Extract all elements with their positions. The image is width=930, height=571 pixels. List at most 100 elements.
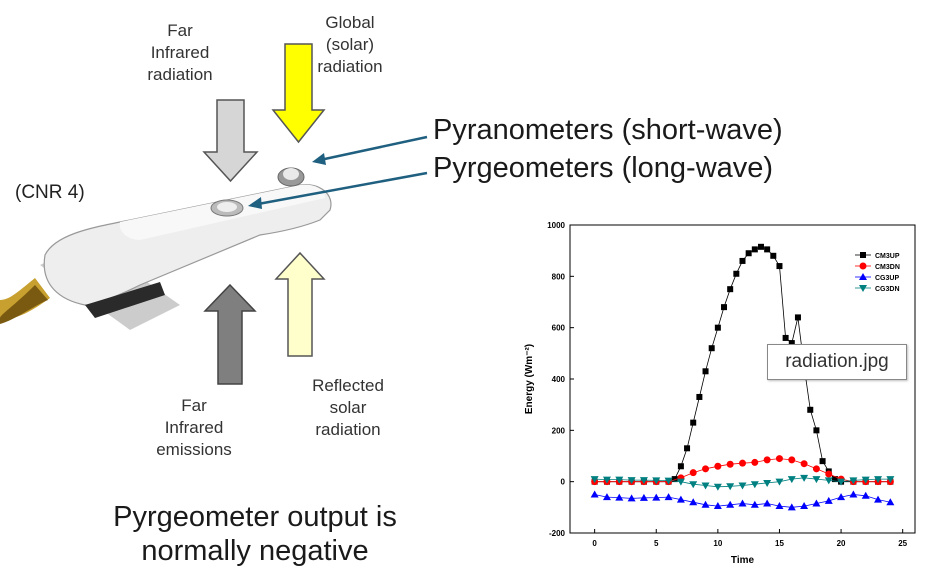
data-point xyxy=(849,477,858,485)
pyranometer-pointer xyxy=(312,135,428,165)
data-point xyxy=(652,477,661,485)
data-point xyxy=(800,474,809,482)
legend-label: CG3DN xyxy=(875,286,900,293)
data-point xyxy=(782,334,789,341)
data-point xyxy=(874,495,883,503)
data-point xyxy=(812,499,821,507)
data-point xyxy=(750,481,759,489)
data-point xyxy=(751,458,759,466)
data-point xyxy=(639,493,648,501)
x-tick-label: 25 xyxy=(898,539,907,548)
data-point xyxy=(676,495,685,503)
data-point xyxy=(689,481,698,489)
data-point xyxy=(702,368,709,375)
data-point xyxy=(615,493,624,501)
data-point xyxy=(590,476,599,484)
data-point xyxy=(701,482,710,490)
data-point xyxy=(813,427,820,434)
legend-label: CM3UP xyxy=(875,253,900,260)
data-point xyxy=(714,462,722,470)
y-tick-label: 1000 xyxy=(547,221,565,230)
data-point xyxy=(800,502,809,510)
data-point xyxy=(627,477,636,485)
data-point xyxy=(714,324,721,331)
pyranometers-label: Pyranometers (short-wave) xyxy=(433,114,783,146)
data-point xyxy=(664,493,673,501)
data-point xyxy=(825,470,833,478)
data-point xyxy=(859,273,867,280)
pyrgeometers-label: Pyrgeometers (long-wave) xyxy=(433,152,774,184)
data-point xyxy=(787,476,796,484)
global-solar-radiation-arrow xyxy=(271,43,326,144)
data-point xyxy=(874,476,883,484)
data-point xyxy=(676,478,685,486)
global-solar-radiation-label: Global (solar) radiation xyxy=(317,13,383,76)
data-point xyxy=(751,246,758,253)
data-point xyxy=(713,483,722,491)
far-infrared-radiation-label: Far Infrared radiation xyxy=(147,21,213,84)
data-point xyxy=(726,483,735,491)
reflected-solar-radiation-label: Reflected solar radiation xyxy=(312,376,384,439)
y-axis-label: Energy (Wm⁻²) xyxy=(524,344,535,414)
data-point xyxy=(738,482,747,490)
x-tick-label: 20 xyxy=(837,539,846,548)
data-point xyxy=(677,463,684,470)
data-point xyxy=(627,494,636,502)
data-point xyxy=(788,340,795,347)
data-point xyxy=(701,500,710,508)
data-point xyxy=(837,493,846,501)
data-point xyxy=(775,455,783,463)
data-point xyxy=(861,491,870,499)
data-point xyxy=(819,458,826,465)
y-tick-label: 400 xyxy=(552,375,566,384)
data-point xyxy=(859,262,867,270)
data-point xyxy=(800,460,808,468)
data-point xyxy=(763,456,771,464)
data-point xyxy=(739,257,746,264)
far-infrared-radiation-arrow xyxy=(202,99,259,183)
data-point xyxy=(708,345,715,352)
y-tick-label: 600 xyxy=(552,324,566,333)
data-point xyxy=(776,263,783,270)
data-point xyxy=(602,493,611,501)
data-point xyxy=(860,252,866,258)
data-point xyxy=(689,498,698,506)
data-point xyxy=(696,393,703,400)
legend-label: CG3UP xyxy=(875,275,899,282)
cnr4-sensor-illustration xyxy=(0,167,332,330)
reflected-solar-radiation-arrow xyxy=(274,251,326,357)
data-point xyxy=(689,469,697,477)
data-point xyxy=(775,502,784,510)
data-point xyxy=(812,476,821,484)
data-point xyxy=(702,465,710,473)
data-point xyxy=(733,270,740,277)
x-tick-label: 10 xyxy=(713,539,722,548)
pyrgeometer-output-note: Pyrgeometer output is normally negative xyxy=(113,501,397,567)
y-tick-label: 200 xyxy=(552,426,566,435)
y-tick-label: 0 xyxy=(561,478,566,487)
data-point xyxy=(664,477,673,485)
data-point xyxy=(713,502,722,510)
data-point xyxy=(684,445,691,452)
data-point xyxy=(831,476,838,483)
data-point xyxy=(671,476,678,483)
data-point xyxy=(690,419,697,426)
data-point xyxy=(764,246,771,253)
data-point xyxy=(861,476,870,484)
filename-tooltip: radiation.jpg xyxy=(767,344,907,380)
data-point xyxy=(770,252,777,259)
data-point xyxy=(721,304,728,311)
y-tick-label: 800 xyxy=(552,272,566,281)
data-point xyxy=(788,456,796,464)
y-tick-label: -200 xyxy=(549,529,566,538)
data-point xyxy=(763,499,772,507)
data-point xyxy=(824,477,833,485)
data-point xyxy=(757,243,764,250)
cnr4-label: (CNR 4) xyxy=(15,182,85,203)
data-point xyxy=(775,478,784,486)
data-point xyxy=(787,503,796,511)
data-point xyxy=(738,499,747,507)
data-point xyxy=(886,476,895,484)
